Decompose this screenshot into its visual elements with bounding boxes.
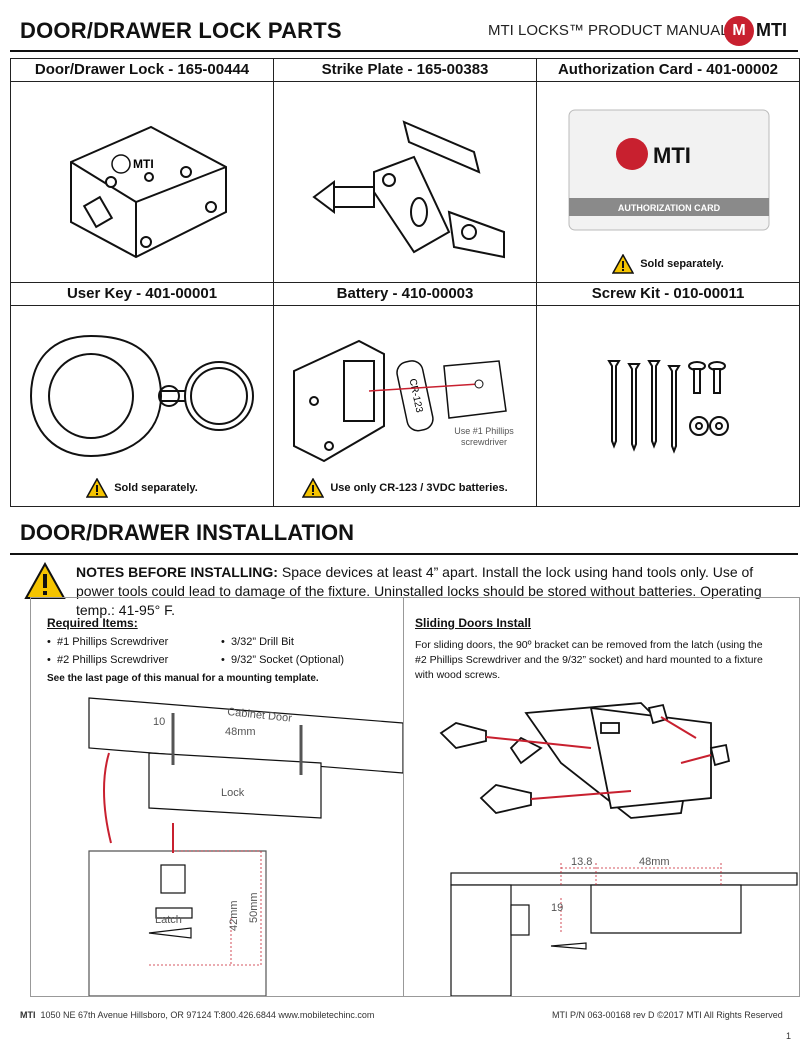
sliding-diagram: 13.8 48mm 19 (439, 702, 798, 996)
card-logo-text: MTI (653, 143, 691, 168)
part-cell-lock: MTI (10, 81, 274, 283)
notes-text: Space devices at least 4” apart. Install… (76, 564, 762, 618)
part-label-battery: Battery - 410-00003 (273, 282, 537, 306)
label-lock: Lock (221, 787, 245, 799)
lock-illustration: MTI (70, 125, 227, 259)
part-label-lock: Door/Drawer Lock - 165-00444 (10, 58, 274, 82)
required-item: • #2 Phillips Screwdriver (47, 654, 169, 666)
screw-kit-illustration (607, 360, 729, 454)
part-cell-screws (536, 305, 800, 507)
box-divider (403, 598, 404, 996)
card-warning-text: Sold separately. (640, 257, 724, 270)
battery-warning: Use only CR-123 / 3VDC batteries. (274, 478, 536, 498)
card-band (569, 198, 769, 216)
notes-warning-icon (24, 562, 66, 599)
install-box: Required Items: • #1 Phillips Screwdrive… (30, 597, 800, 997)
installation-rule (10, 553, 798, 555)
part-cell-strike (273, 81, 537, 283)
required-title: Required Items: (47, 616, 138, 630)
label-latch: Latch (155, 914, 182, 926)
part-label-key: User Key - 401-00001 (10, 282, 274, 306)
label-48mm: 48mm (225, 726, 256, 738)
footer-address-text: 1050 NE 67th Avenue Hillsboro, OR 97124 … (40, 1010, 375, 1020)
required-item: • #1 Phillips Screwdriver (47, 636, 169, 648)
warning-icon (612, 254, 635, 274)
lock-mti-mark: MTI (111, 154, 154, 174)
logo-mark: M (724, 16, 754, 46)
mti-logo: M MTI (724, 16, 790, 46)
battery-cell (396, 360, 434, 432)
battery-note-1: Use #1 Phillips (454, 426, 514, 436)
required-item: • 9/32” Socket (Optional) (221, 654, 345, 666)
label-42mm: 42mm (228, 900, 240, 931)
strike-plate-illustration (312, 120, 505, 259)
part-label-screws: Screw Kit - 010-00011 (536, 282, 800, 306)
sliding-title: Sliding Doors Install (415, 616, 532, 630)
manual-title: MTI LOCKS™ PRODUCT MANUAL (488, 22, 729, 39)
footer-part-number: MTI P/N 063-00168 rev D ©2017 MTI All Ri… (552, 1010, 783, 1020)
key-warning-text: Sold separately. (114, 481, 198, 494)
part-cell-card: MTI AUTHORIZATION CARD Sold separately. (536, 81, 800, 283)
install-diagram: Cabinet Door 10 48mm Lock Latch 42mm 50m… (88, 697, 403, 996)
part-label-strike: Strike Plate - 165-00383 (273, 58, 537, 82)
sliding-text: For sliding doors, the 90º bracket can b… (415, 639, 763, 681)
required-item: • 3/32” Drill Bit (221, 636, 294, 648)
label-10: 10 (153, 716, 165, 728)
label-13-8: 13.8 (571, 856, 592, 868)
card-logo-mark (616, 138, 648, 170)
label-19: 19 (551, 902, 563, 914)
notes-label: NOTES BEFORE INSTALLING: (76, 564, 278, 580)
footer-address: MTI 1050 NE 67th Avenue Hillsboro, OR 97… (20, 1010, 374, 1020)
user-key-illustration (29, 334, 254, 458)
footer-brand: MTI (20, 1010, 36, 1020)
part-label-card: Authorization Card - 401-00002 (536, 58, 800, 82)
part-cell-battery: CR-123 Use #1 Phillips screwdriver Use o… (273, 305, 537, 507)
see-last-page-note: See the last page of this manual for a m… (47, 673, 319, 684)
card-band-text: AUTHORIZATION CARD (618, 203, 721, 213)
installation-title: DOOR/DRAWER INSTALLATION (20, 520, 355, 545)
auth-card-illustration: MTI AUTHORIZATION CARD (568, 109, 770, 231)
page-title: DOOR/DRAWER LOCK PARTS (20, 18, 342, 43)
warning-icon (86, 478, 109, 498)
card-warning: Sold separately. (537, 254, 799, 274)
warning-icon (302, 478, 325, 498)
key-warning: Sold separately. (11, 478, 273, 498)
logo-text: MTI (756, 20, 787, 40)
lock-brand: MTI (133, 157, 154, 171)
part-cell-key: Sold separately. (10, 305, 274, 507)
label-48mm-sliding: 48mm (639, 856, 670, 868)
parts-table: Door/Drawer Lock - 165-00444 Strike Plat… (10, 58, 800, 507)
battery-illustration: CR-123 Use #1 Phillips screwdriver (293, 339, 514, 463)
label-50mm: 50mm (248, 892, 260, 923)
install-notes: NOTES BEFORE INSTALLING: Space devices a… (76, 563, 794, 620)
page-number: 1 (786, 1031, 792, 1041)
header-rule (10, 50, 798, 52)
battery-note-2: screwdriver (461, 437, 507, 447)
battery-warning-text: Use only CR-123 / 3VDC batteries. (330, 481, 508, 494)
